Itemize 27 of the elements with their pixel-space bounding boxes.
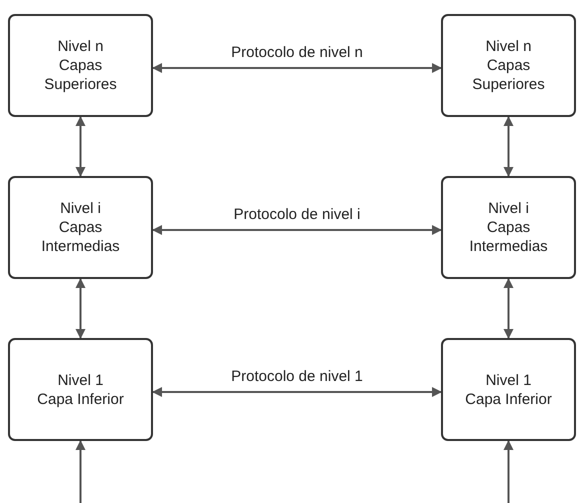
arrow: [504, 116, 514, 177]
layer-name: Capas Intermedias: [40, 218, 121, 256]
layer-box: [8, 338, 153, 441]
layer-name: Capas Intermedias: [468, 218, 549, 256]
layer-box: [8, 14, 153, 117]
layer-name: Capa Inferior: [37, 390, 124, 408]
layer-name: Capas Superiores: [471, 56, 546, 94]
arrow: [152, 225, 442, 235]
level-name: Nivel 1: [58, 370, 104, 390]
arrow: [76, 440, 86, 503]
arrow: [504, 278, 514, 339]
level-name: Nivel i: [488, 199, 529, 218]
layer-name: Capas Superiores: [43, 56, 118, 94]
layer-box: [8, 176, 153, 279]
arrow: [76, 116, 86, 177]
layer-box: [441, 176, 576, 279]
layer-name: Capa Inferior: [465, 390, 552, 408]
arrow: [152, 63, 442, 73]
arrow: [152, 387, 442, 397]
level-name: Nivel i: [60, 199, 101, 218]
arrow: [76, 278, 86, 339]
level-name: Nivel n: [58, 37, 104, 56]
level-name: Nivel 1: [486, 370, 532, 390]
layer-box: [441, 338, 576, 441]
layer-box: [441, 14, 576, 117]
level-name: Nivel n: [486, 37, 532, 56]
arrow: [504, 440, 514, 503]
